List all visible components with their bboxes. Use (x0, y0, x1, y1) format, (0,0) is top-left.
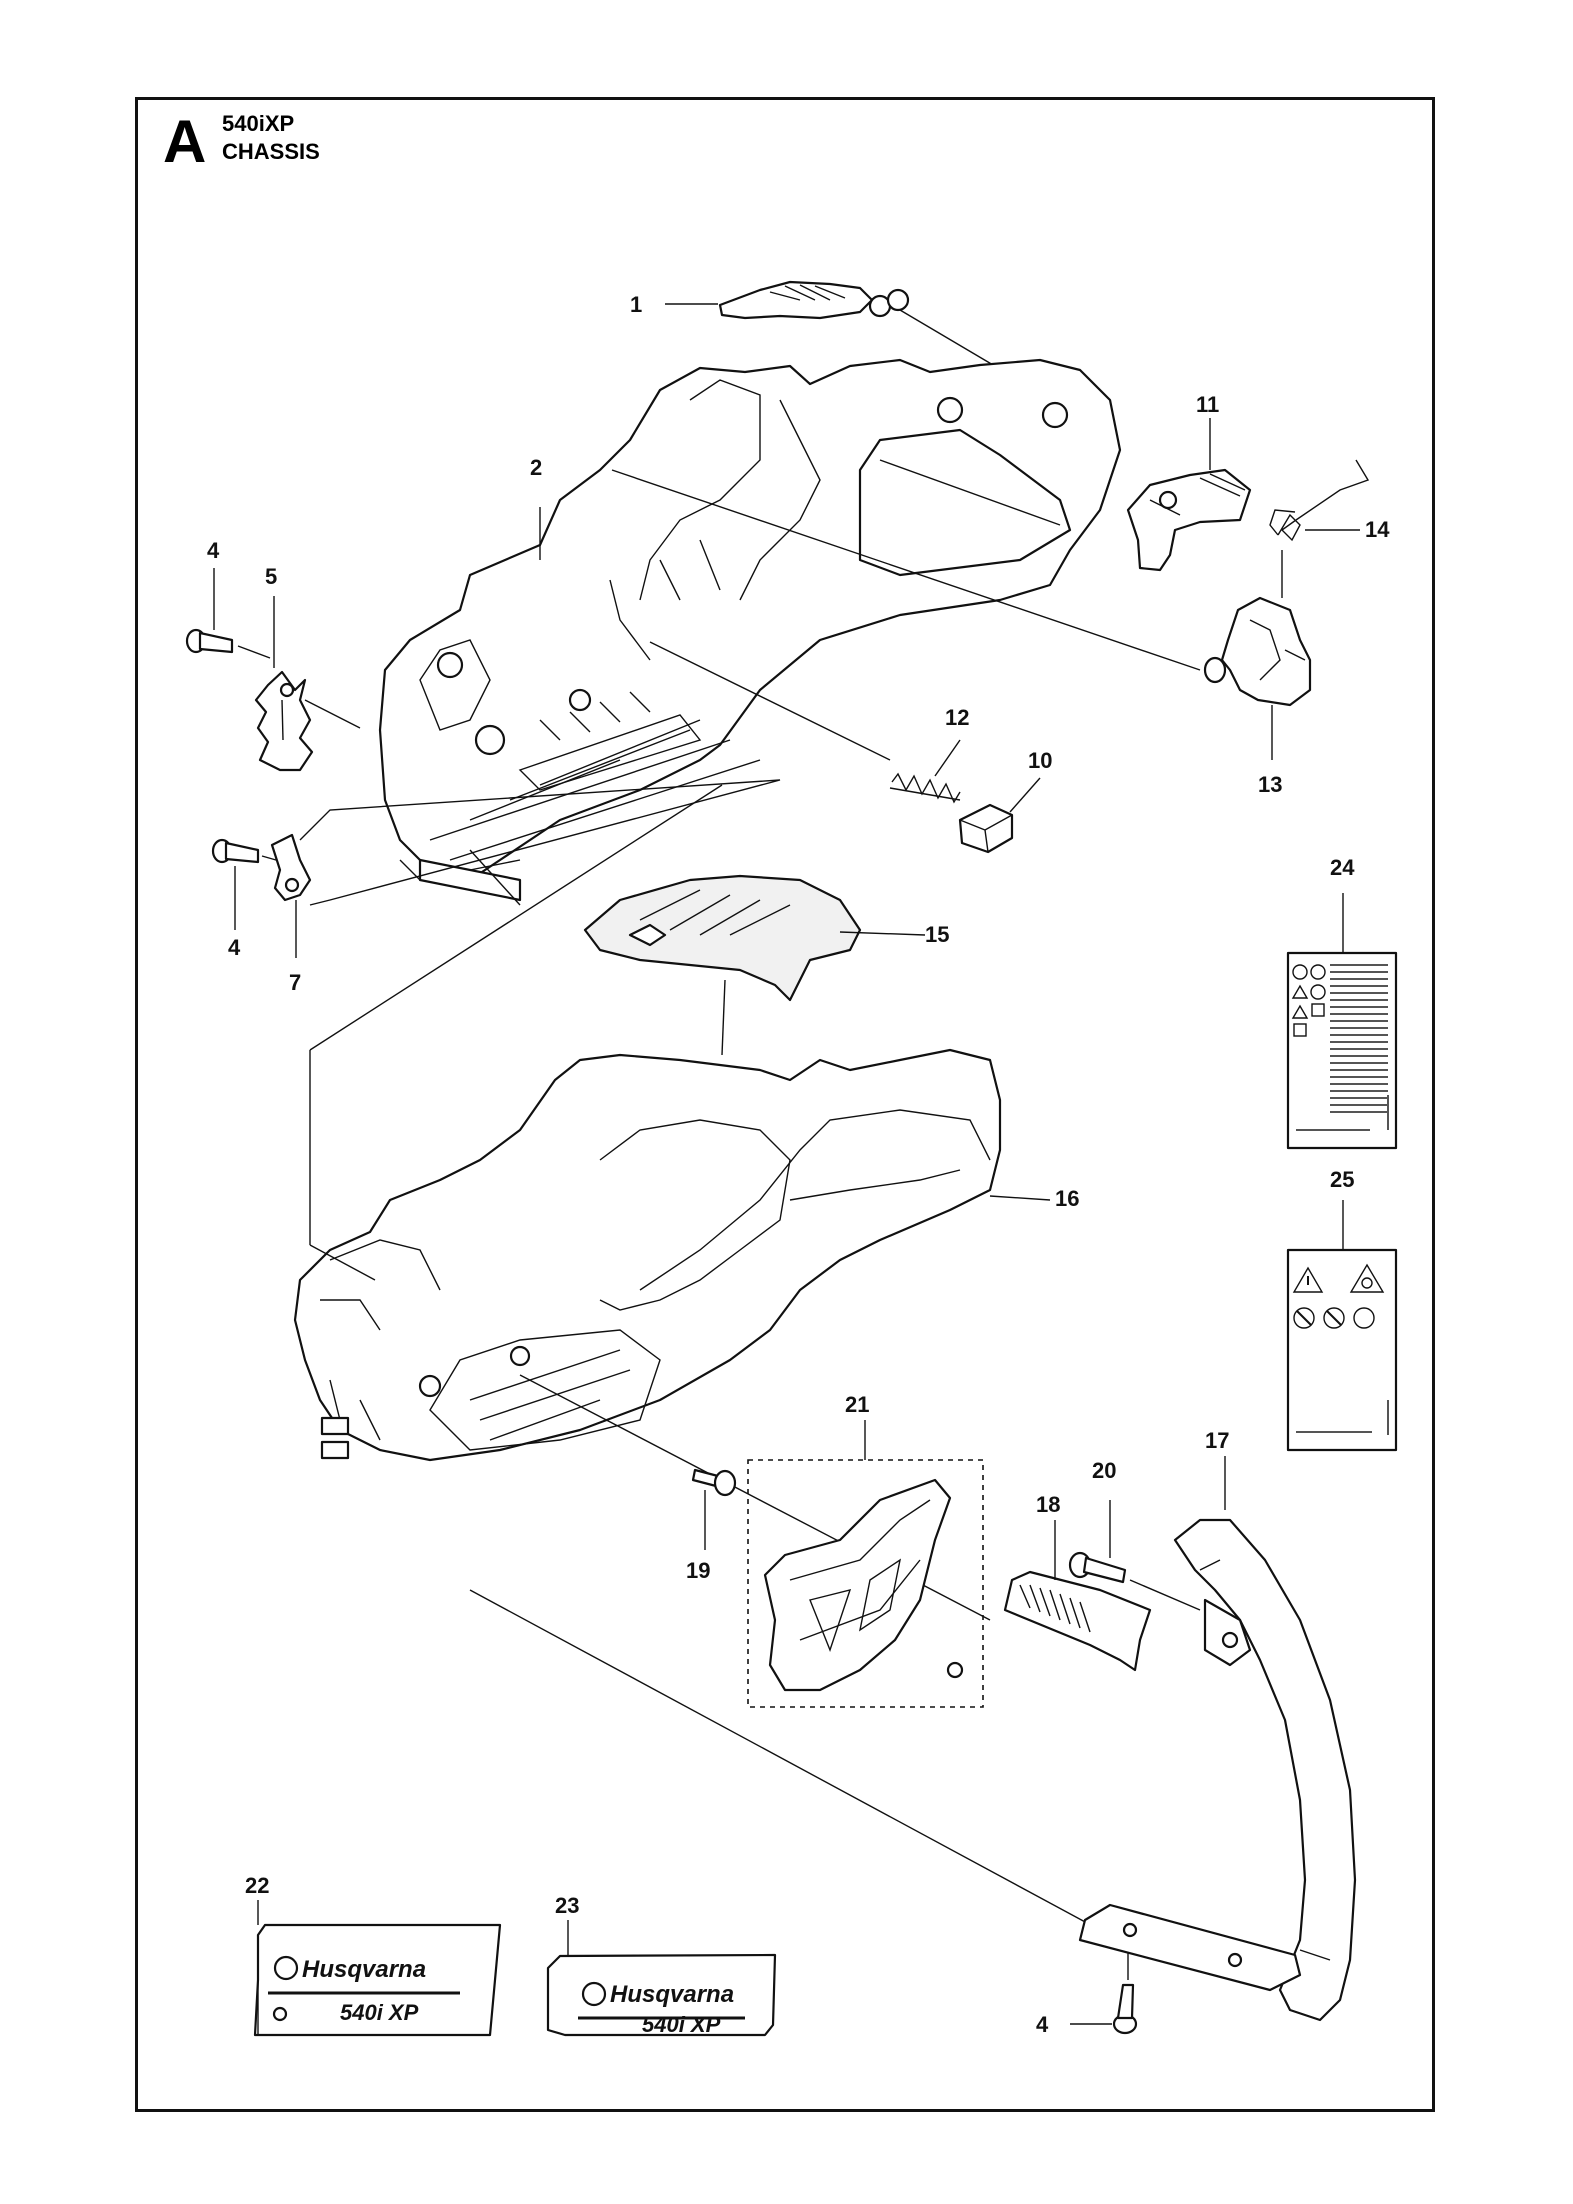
part-15-top-cover (583, 874, 926, 1056)
part-16-main-housing (293, 784, 1101, 1931)
part-12-spring (889, 739, 961, 804)
part-18-grille-insert (1003, 1520, 1152, 1672)
part-7-bracket (270, 779, 781, 958)
callout-11: 11 (1196, 392, 1219, 417)
part-25-warning-label (1286, 1200, 1398, 1452)
callout-18: 18 (1036, 1492, 1060, 1517)
part-2-chassis (378, 358, 1201, 906)
part-24-warning-label (1286, 893, 1398, 1150)
part-13-lockout (1203, 550, 1312, 760)
section-letter: A (163, 108, 207, 175)
callout-19: 19 (686, 1558, 710, 1583)
part-17-front-handle (1078, 1456, 1357, 2022)
decal-23-model: 540i XP (642, 2012, 721, 2037)
part-4-screw-upper (185, 568, 271, 659)
decal-23-brand: Husqvarna (610, 1981, 734, 2008)
part-21-filter-cover-kit (747, 1420, 984, 1708)
callout-24: 24 (1330, 855, 1355, 880)
part-14-torsion-spring (1269, 459, 1370, 542)
diagram-frame (135, 97, 1435, 2112)
callout-4-middle: 4 (228, 935, 241, 960)
part-11-throttle-trigger (1126, 418, 1252, 572)
decal-22-model: 540i XP (340, 2000, 419, 2025)
part-10-block (958, 777, 1041, 854)
callout-15: 15 (925, 922, 949, 947)
part-1-handle-bracket (665, 280, 1011, 376)
callout-16: 16 (1055, 1186, 1079, 1211)
callout-1: 1 (630, 292, 642, 317)
part-20-screw (1068, 1500, 1201, 1611)
callout-23: 23 (555, 1893, 579, 1918)
callout-5: 5 (265, 564, 277, 589)
part-4-screw-lower (1070, 1942, 1138, 2035)
callout-12: 12 (945, 705, 969, 730)
part-23-decal: Husqvarna 540i XP (546, 1920, 777, 2037)
callout-21: 21 (845, 1392, 869, 1417)
callout-20: 20 (1092, 1458, 1116, 1483)
page-title: CHASSIS (222, 139, 320, 164)
callout-13: 13 (1258, 772, 1282, 797)
callout-4-lower: 4 (1036, 2012, 1049, 2037)
callout-7: 7 (289, 970, 301, 995)
callout-labels: 1 2 4 5 4 7 10 11 12 13 14 15 16 17 18 1… (207, 292, 1390, 2037)
callout-22: 22 (245, 1873, 269, 1898)
part-22-decal: Husqvarna 540i XP (253, 1900, 502, 2037)
model-name: 540iXP (222, 111, 295, 136)
callout-25: 25 (1330, 1167, 1354, 1192)
part-5-bumper-spike (254, 596, 361, 772)
callout-10: 10 (1028, 748, 1052, 773)
callout-14: 14 (1365, 517, 1390, 542)
decal-22-brand: Husqvarna (302, 1956, 426, 1983)
callout-17: 17 (1205, 1428, 1229, 1453)
part-19-screw (691, 1468, 737, 1550)
callout-2: 2 (530, 455, 542, 480)
callout-4-upper: 4 (207, 538, 220, 563)
